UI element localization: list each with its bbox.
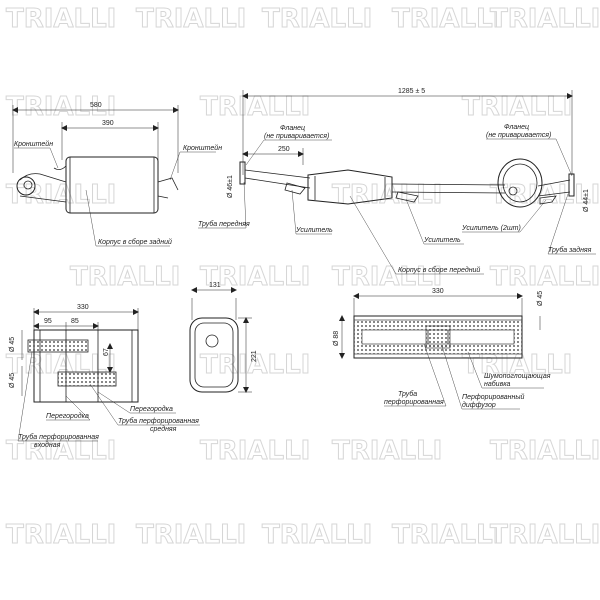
label-flange-right-2: (не приваривается) (486, 132, 551, 139)
label-flange-left-2: (не приваривается) (264, 133, 329, 140)
label-diffuser-2: диффузор (462, 401, 496, 409)
watermark-logo: TRIALLI (489, 4, 600, 35)
watermark-logo: TRIALLI (489, 436, 600, 467)
front-section-view (339, 293, 541, 359)
rear-section-leaders (17, 351, 200, 442)
dim-length-front-section: 330 (432, 288, 444, 295)
dim-diam-rear: Ø 44±1 (583, 189, 590, 212)
watermark-logo: TRIALLI (199, 436, 311, 467)
watermark-logo: TRIALLI (489, 262, 600, 293)
label-pipe-mid-2: средняя (150, 425, 177, 433)
front-assembly-labels: 1285 ± 5 250 Ø 46±1 Ø 44±1 Фланец (не пр… (198, 88, 592, 274)
watermark-logo: TRIALLI (331, 262, 443, 293)
rear-muffler-leaders (14, 147, 216, 247)
rear-section-labels: 330 95 85 Ø 45 Ø 45 67 Перегородка Перег… (9, 304, 199, 449)
label-bracket-right: Кронштейн (183, 144, 222, 152)
cross-section-view (189, 287, 252, 393)
dim-length-rear-section: 330 (77, 304, 89, 311)
label-damping-1: Шумопоглощающая (484, 373, 551, 380)
label-flange-left-1: Фланец (280, 125, 305, 132)
label-bracket-left: Кронштейн (14, 140, 53, 148)
watermark-logo: TRIALLI (5, 4, 117, 35)
label-body-front: Корпус в сборе передний (398, 266, 480, 274)
front-section-labels: 330 Ø 88 Ø 45 Шумопоглощающая набивка Пе… (333, 288, 551, 409)
label-reinforcer-3: Усилитель (2шт) (461, 225, 521, 232)
dim-width: 131 (209, 282, 221, 289)
label-pipe-front: Труба передняя (198, 220, 250, 228)
label-pipe-rear: Труба задняя (548, 246, 592, 254)
label-baffle-1: Перегородка (130, 405, 173, 413)
label-body-rear: Корпус в сборе задний (98, 238, 172, 246)
label-reinforcer-1: Усилитель (295, 227, 333, 234)
label-pipe-in-2: входная (34, 441, 61, 449)
dim-flange-offset: 250 (278, 146, 290, 153)
label-pipe-perf-2: перфорированная (384, 399, 444, 406)
dim-diam-bottom: Ø 45 (9, 373, 16, 388)
watermark-logo: TRIALLI (391, 4, 503, 35)
watermark-logo: TRIALLI (135, 520, 247, 551)
rear-muffler-labels: 580 390 Кронштейн Кронштейн Корпус в сбо… (14, 102, 222, 246)
dim-overall-front: 1285 ± 5 (398, 88, 425, 95)
label-baffle-2: Перегородка (46, 412, 89, 420)
dim-chamber-1: 95 (44, 318, 52, 325)
watermark-logo: TRIALLI (135, 4, 247, 35)
rear-section-view (21, 308, 139, 403)
rear-muffler-view (12, 105, 179, 214)
dim-diam-pipe: Ø 45 (537, 291, 544, 306)
watermark-logo: TRIALLI (391, 520, 503, 551)
label-pipe-perf-1: Труба (398, 390, 417, 398)
cross-section-labels: 131 221 (209, 282, 258, 362)
label-diffuser-1: Перфорированный (462, 393, 524, 401)
watermark-logo: TRIALLI (69, 262, 181, 293)
dim-chamber-2: 85 (71, 318, 79, 325)
front-assembly-view (239, 90, 575, 208)
dim-body-rear: 390 (102, 120, 114, 127)
label-reinforcer-2: Усилитель (423, 237, 461, 244)
dim-height: 67 (103, 348, 110, 356)
dim-overall-rear: 580 (90, 102, 102, 109)
front-section-leaders (384, 343, 544, 410)
label-pipe-in-1: Труба перфорированная (18, 433, 99, 441)
watermark-logo: TRIALLI (5, 520, 117, 551)
dim-diam-body: Ø 88 (333, 331, 340, 346)
watermark-logo: TRIALLI (331, 436, 443, 467)
front-assembly-leaders (198, 138, 596, 275)
dim-diam-top: Ø 45 (9, 337, 16, 352)
label-damping-2: набивка (484, 380, 511, 388)
label-flange-right-1: Фланец (504, 124, 529, 131)
watermark-logo: TRIALLI (261, 520, 373, 551)
watermark-logo: TRIALLI (489, 520, 600, 551)
watermark-logo: TRIALLI (461, 350, 573, 381)
dim-cs-height: 221 (251, 350, 258, 362)
label-pipe-mid-1: Труба перфорированная (118, 417, 199, 425)
watermark-logo: TRIALLI (261, 4, 373, 35)
watermark-logo: TRIALLI (5, 436, 117, 467)
watermark-logo: TRIALLI (199, 350, 311, 381)
dim-diam-front: Ø 46±1 (227, 175, 234, 198)
